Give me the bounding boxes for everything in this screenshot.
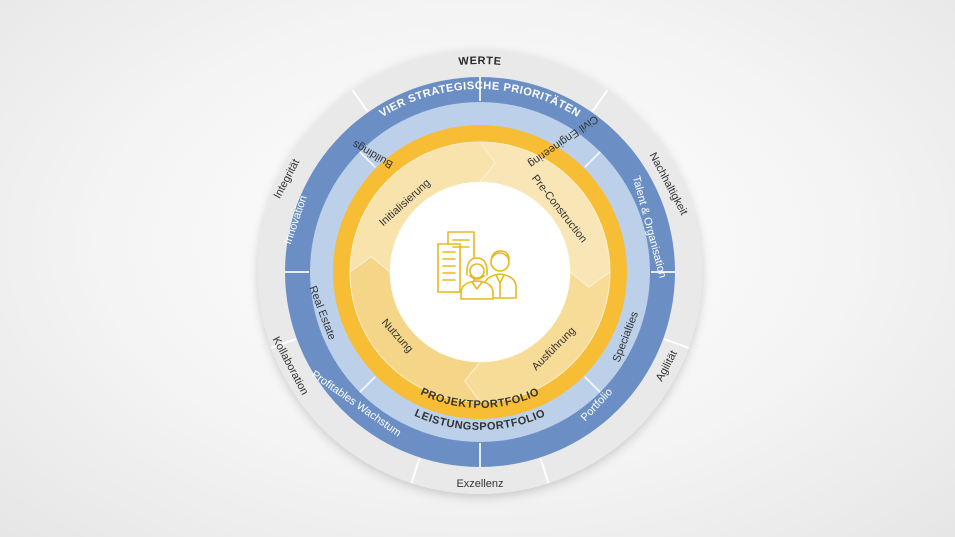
values-ring-divider (591, 89, 609, 113)
services-ring-divider (359, 151, 376, 168)
phase-segment-initialisierung (349, 141, 496, 274)
values-ring-divider (410, 458, 421, 484)
values-ring-divider (539, 458, 550, 484)
services-ring-divider (359, 376, 376, 393)
phase-ring (349, 141, 611, 403)
values-ring-divider (271, 338, 297, 349)
values-ring-divider (663, 338, 689, 349)
priorities-ring-dividers (285, 77, 675, 467)
values-ring-dividers (271, 89, 689, 484)
values-ring-title: WERTE (458, 55, 502, 68)
phase-segment-ausfuehrung (464, 270, 611, 403)
value-label-exzellenz: Exzellenz (456, 478, 503, 490)
services-ring-divider (584, 376, 601, 393)
services-ring-divider (584, 151, 601, 168)
phase-segment-nutzung (349, 256, 482, 403)
building-people-icon (437, 231, 517, 300)
services-ring-dividers (359, 151, 601, 393)
values-ring-divider (351, 89, 369, 113)
